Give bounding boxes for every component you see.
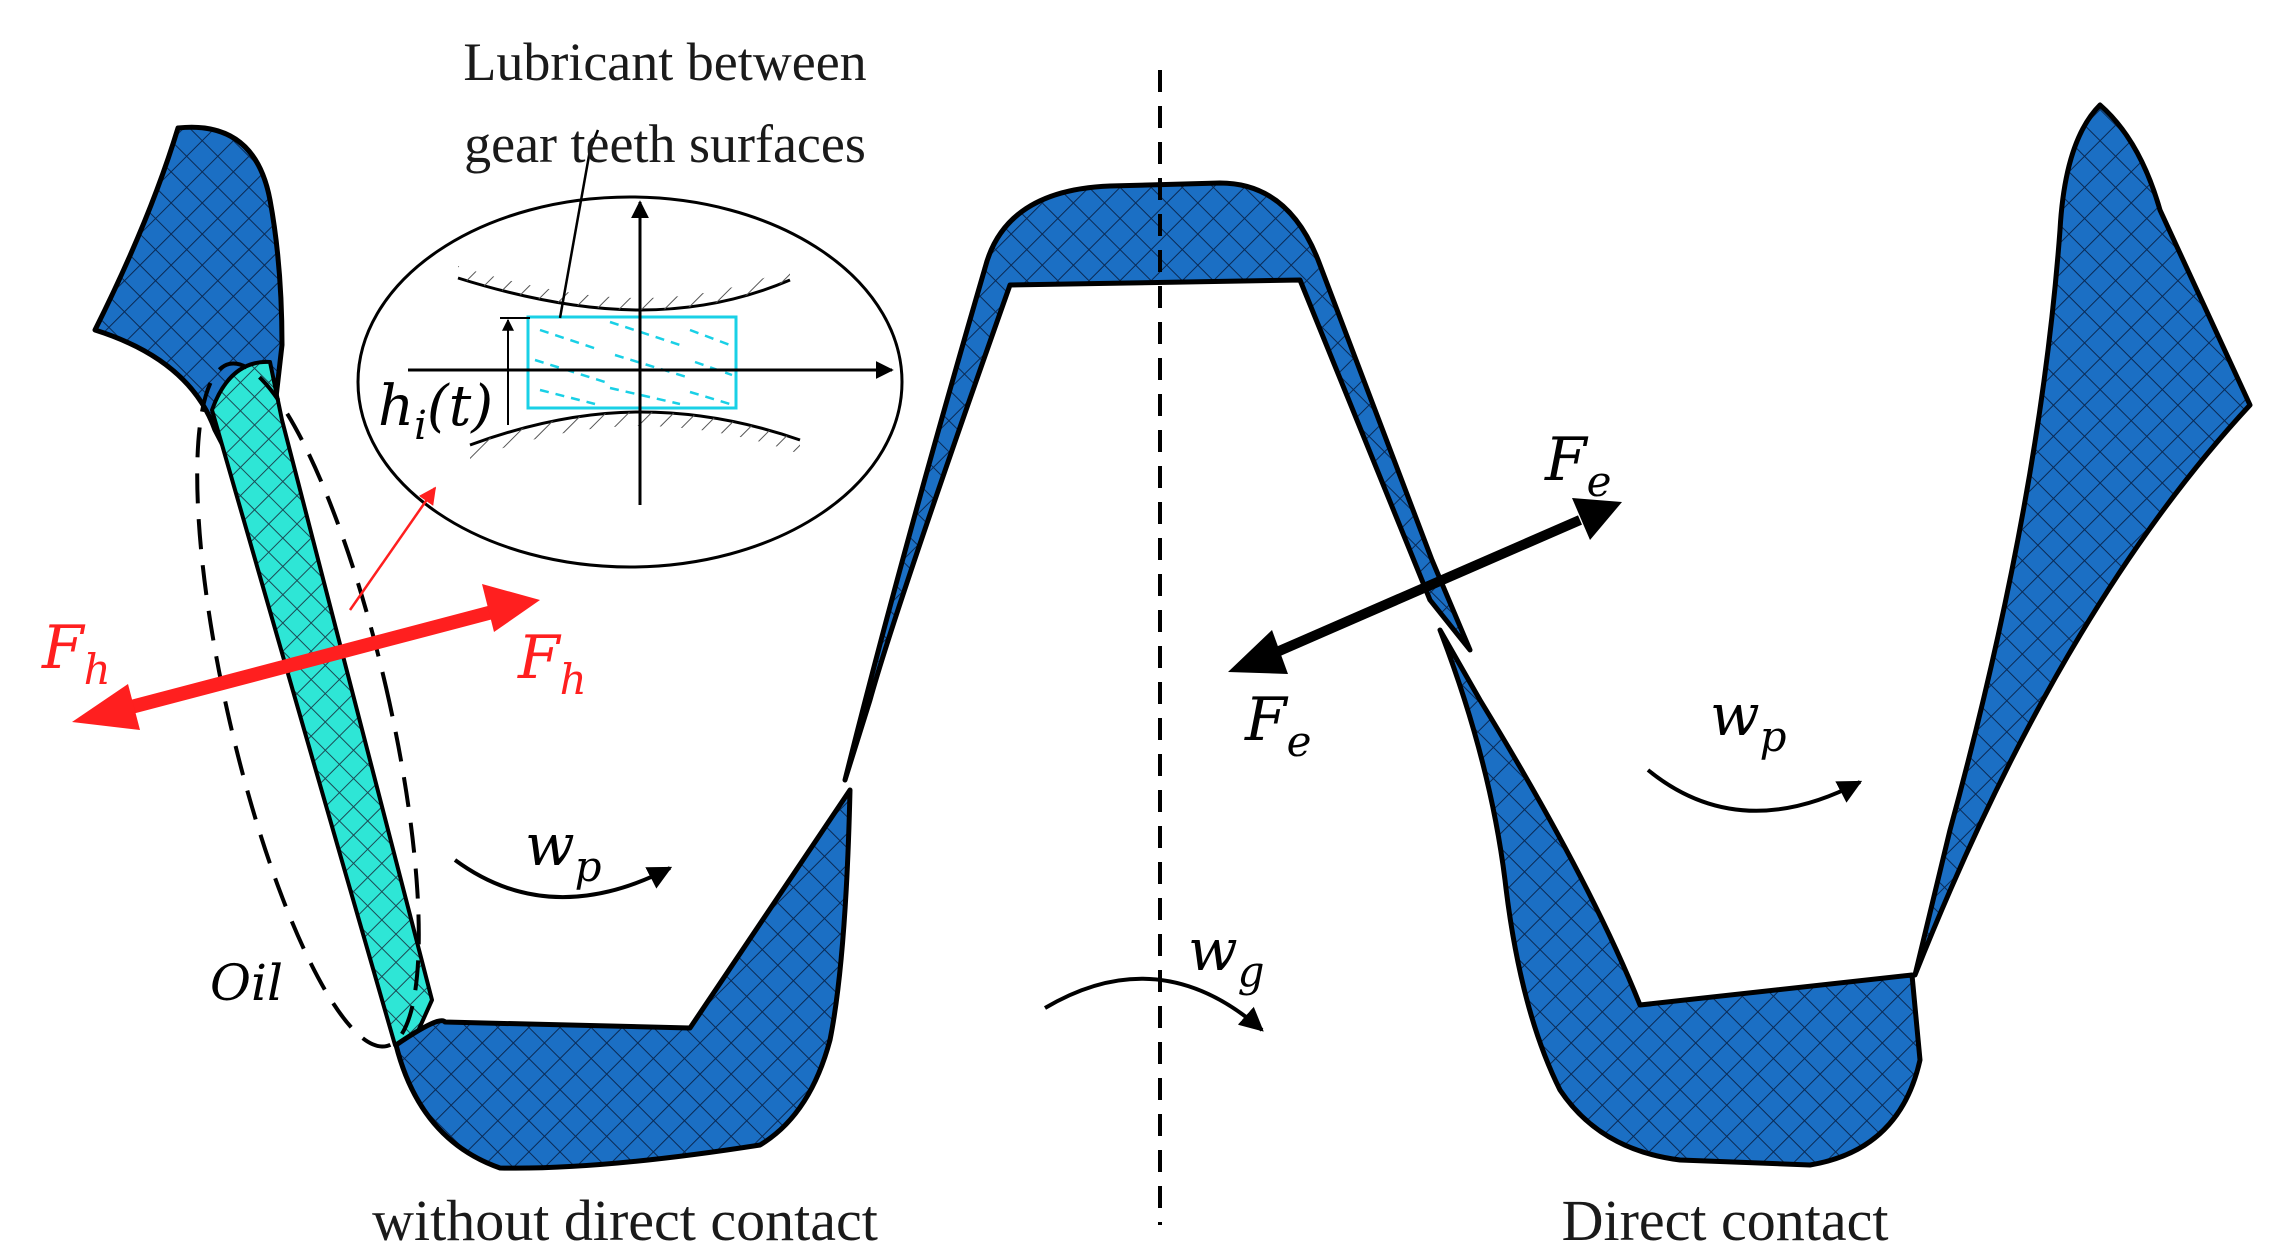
film-thickness-subscript: i [414, 403, 427, 449]
inset-upper-ground [458, 266, 790, 310]
elastic-force-label-bottom: Fe [1244, 685, 1312, 766]
inset-lubricant-region [526, 315, 738, 410]
inset-lower-ground [470, 412, 800, 459]
gear-speed-label: wg [1188, 916, 1265, 996]
hydro-force-label-left: Fh [41, 613, 111, 694]
film-thickness-argument: (t) [427, 374, 493, 439]
oil-label: Oil [210, 954, 283, 1012]
pinion-root-left [393, 787, 853, 1171]
inset-title-leader-1 [558, 149, 592, 319]
elastic-force-label-top: Fe [1544, 425, 1612, 506]
gear-root-right [1437, 627, 1923, 1168]
gear-tooth-center [842, 180, 1473, 783]
inset-title-line-1: Lubricant between [463, 32, 866, 92]
hydro-force-label-right: Fh [517, 623, 587, 704]
caption-without-direct-contact: without direct contact [372, 1188, 878, 1253]
film-thickness-symbol: h [378, 374, 414, 439]
pinion-speed-label-right: wp [1710, 681, 1787, 761]
pinion-rotation-arrow-right [1646, 768, 1863, 813]
pinion-speed-label-left: wp [525, 811, 602, 891]
oil-film-band [210, 359, 434, 1062]
inset-title-leader-2 [588, 129, 600, 151]
film-thickness-label: hi(t) [378, 374, 493, 449]
hydrodynamic-force-arrow [72, 584, 540, 730]
gear-rotation-arrow [1043, 976, 1264, 1032]
pinion-rotation-arrow-left [453, 858, 673, 899]
oil-to-inset-pointer [348, 486, 437, 611]
inset-title-line-2: gear teeth surfaces [464, 114, 866, 174]
elastic-force-arrow [1228, 498, 1622, 674]
oil-region-ellipse [195, 361, 421, 1049]
gear-tooth-right-tip [1912, 102, 2253, 978]
caption-direct-contact: Direct contact [1562, 1188, 1889, 1253]
